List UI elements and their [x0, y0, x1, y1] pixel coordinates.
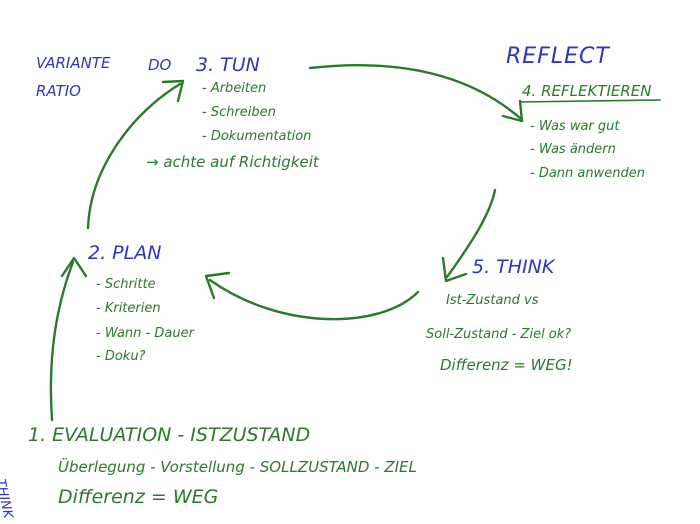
think-title: 5. THINK [472, 256, 555, 278]
variante-label: VARIANTE [36, 54, 111, 72]
tun-title: 3. TUN [196, 54, 260, 76]
evaluation-line-2: Überlegung - Vorstellung - SOLLZUSTAND -… [58, 458, 417, 476]
evaluation-line-3: Differenz = WEG [58, 486, 219, 508]
tun-item-2: - Schreiben [202, 105, 276, 120]
reflektieren-item-2: - Was ändern [530, 142, 616, 157]
arrow-tun-to-reflect [308, 64, 522, 120]
plan-item-3: - Wann - Dauer [96, 326, 194, 341]
think-line-3: Differenz = WEG! [440, 356, 573, 374]
plan-item-4: - Doku? [96, 349, 146, 364]
reflektieren-title: 4. REFLEKTIEREN [522, 82, 652, 100]
arrowhead-think [441, 256, 468, 283]
reflect-label: REFLECT [506, 44, 610, 69]
reflektieren-item-1: - Was war gut [530, 119, 620, 134]
plan-item-2: - Kriterien [96, 301, 161, 316]
plan-title: 2. PLAN [88, 242, 162, 264]
arrow-plan-to-tun [86, 82, 182, 230]
reflektieren-item-3: - Dann anwenden [530, 166, 645, 181]
tun-item-3: - Dokumentation [202, 129, 312, 144]
arrowhead-reflect [501, 99, 524, 123]
arrowhead-plan [204, 271, 231, 300]
plan-item-1: - Schritte [96, 277, 156, 292]
think-line-1: Ist-Zustand vs [446, 293, 539, 308]
arrow-evaluation-to-plan [49, 260, 75, 422]
arrow-reflect-to-think [445, 188, 497, 279]
arrow-think-to-plan [208, 278, 420, 321]
arrowhead-plan-left [60, 256, 88, 278]
tun-item-1: - Arbeiten [202, 81, 267, 96]
ratio-label: RATIO [36, 82, 81, 100]
do-label: DO [148, 56, 172, 74]
think-line-2: Soll-Zustand - Ziel ok? [426, 327, 572, 342]
evaluation-line-1: 1. EVALUATION - ISTZUSTAND [28, 424, 311, 446]
reflektieren-underline [519, 99, 661, 103]
tun-note: → achte auf Richtigkeit [146, 153, 319, 171]
arrowhead-tun [161, 79, 185, 103]
